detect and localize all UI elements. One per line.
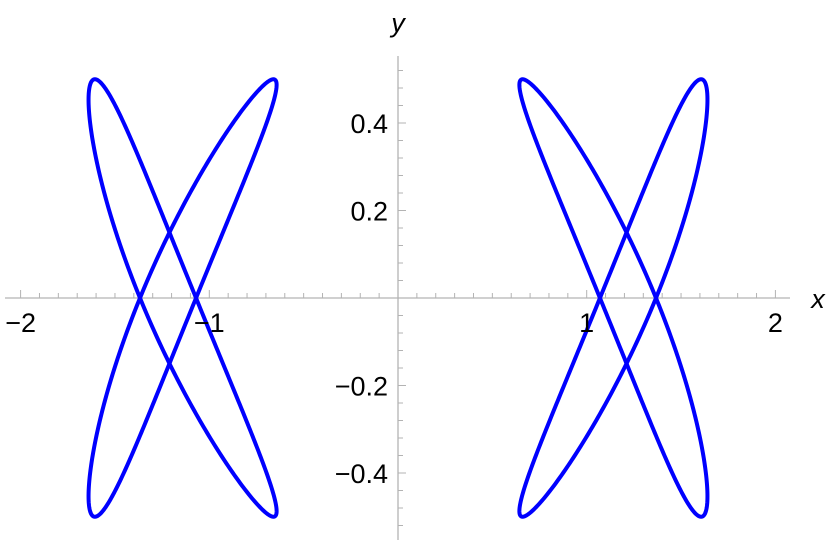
x-tick-label: 1 — [579, 308, 594, 338]
curve-lines — [86, 77, 710, 519]
y-tick-label: 0.4 — [350, 109, 388, 139]
y-tick-label: 0.2 — [350, 197, 388, 227]
y-tick-label: −0.4 — [335, 459, 388, 489]
x-tick-label: −2 — [5, 308, 36, 338]
x-tick-label: −1 — [194, 308, 225, 338]
x-tick-label: 2 — [768, 308, 783, 338]
x-axis-label: x — [809, 284, 826, 314]
right-loop-b-line — [517, 77, 710, 519]
y-axis-label: y — [389, 8, 406, 38]
left-loop-b-line — [86, 77, 279, 519]
y-tick-label: −0.2 — [335, 372, 388, 402]
tick-labels: −2 −1 1 2 −0.4 −0.2 0.2 0.4 x y — [5, 8, 826, 489]
axes — [5, 56, 790, 540]
